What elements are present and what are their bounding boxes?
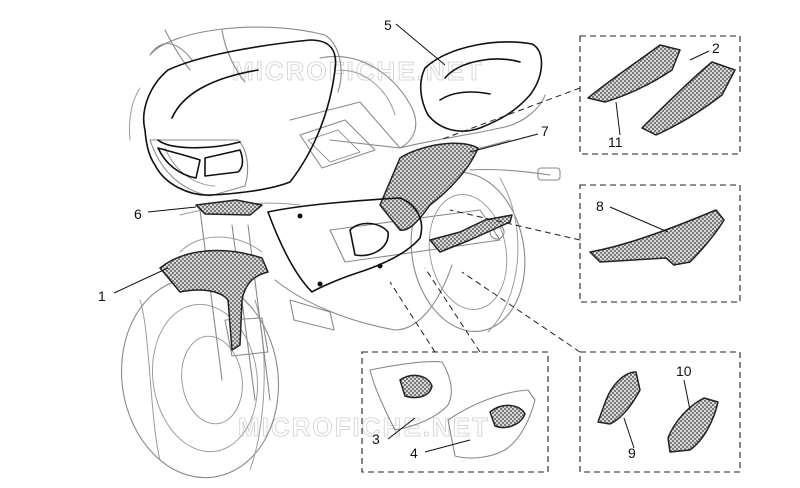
part-7-frame-cover xyxy=(379,142,479,231)
callout-1: 1 xyxy=(98,288,106,304)
upper-fairing xyxy=(143,39,337,196)
box-parts-9-10 xyxy=(579,351,741,473)
part-8-swingarm-cover xyxy=(589,209,725,266)
callout-5: 5 xyxy=(384,17,392,33)
part-2-fairing-bracket-right xyxy=(641,61,736,136)
callout-2: 2 xyxy=(712,40,720,56)
box-parts-2-11 xyxy=(579,35,741,155)
leader-lines xyxy=(113,23,710,453)
tail-unit xyxy=(419,41,543,132)
part-3-lower-fairing-left xyxy=(369,361,452,431)
callout-3: 3 xyxy=(372,431,380,447)
lower-fairing-side xyxy=(267,197,423,293)
part-8-on-bike xyxy=(429,214,513,253)
callout-4: 4 xyxy=(410,445,418,461)
box-parts-3-4 xyxy=(361,351,549,473)
part-1-front-mudguard xyxy=(159,249,269,351)
callout-10: 10 xyxy=(676,363,692,379)
callout-8: 8 xyxy=(596,198,604,214)
watermark-bottom: MICROFICHE.NET xyxy=(238,412,490,442)
callout-9: 9 xyxy=(628,445,636,461)
part-11-fairing-bracket-left xyxy=(587,44,681,103)
callout-6: 6 xyxy=(134,206,142,222)
part-4-lower-fairing-right xyxy=(447,389,536,459)
callout-7: 7 xyxy=(541,123,549,139)
callout-11: 11 xyxy=(608,134,623,150)
part-9-protector-left xyxy=(597,371,641,425)
part-10-protector-right xyxy=(667,397,719,453)
part-6-side-strip xyxy=(195,199,263,216)
box-part-8 xyxy=(579,184,741,303)
